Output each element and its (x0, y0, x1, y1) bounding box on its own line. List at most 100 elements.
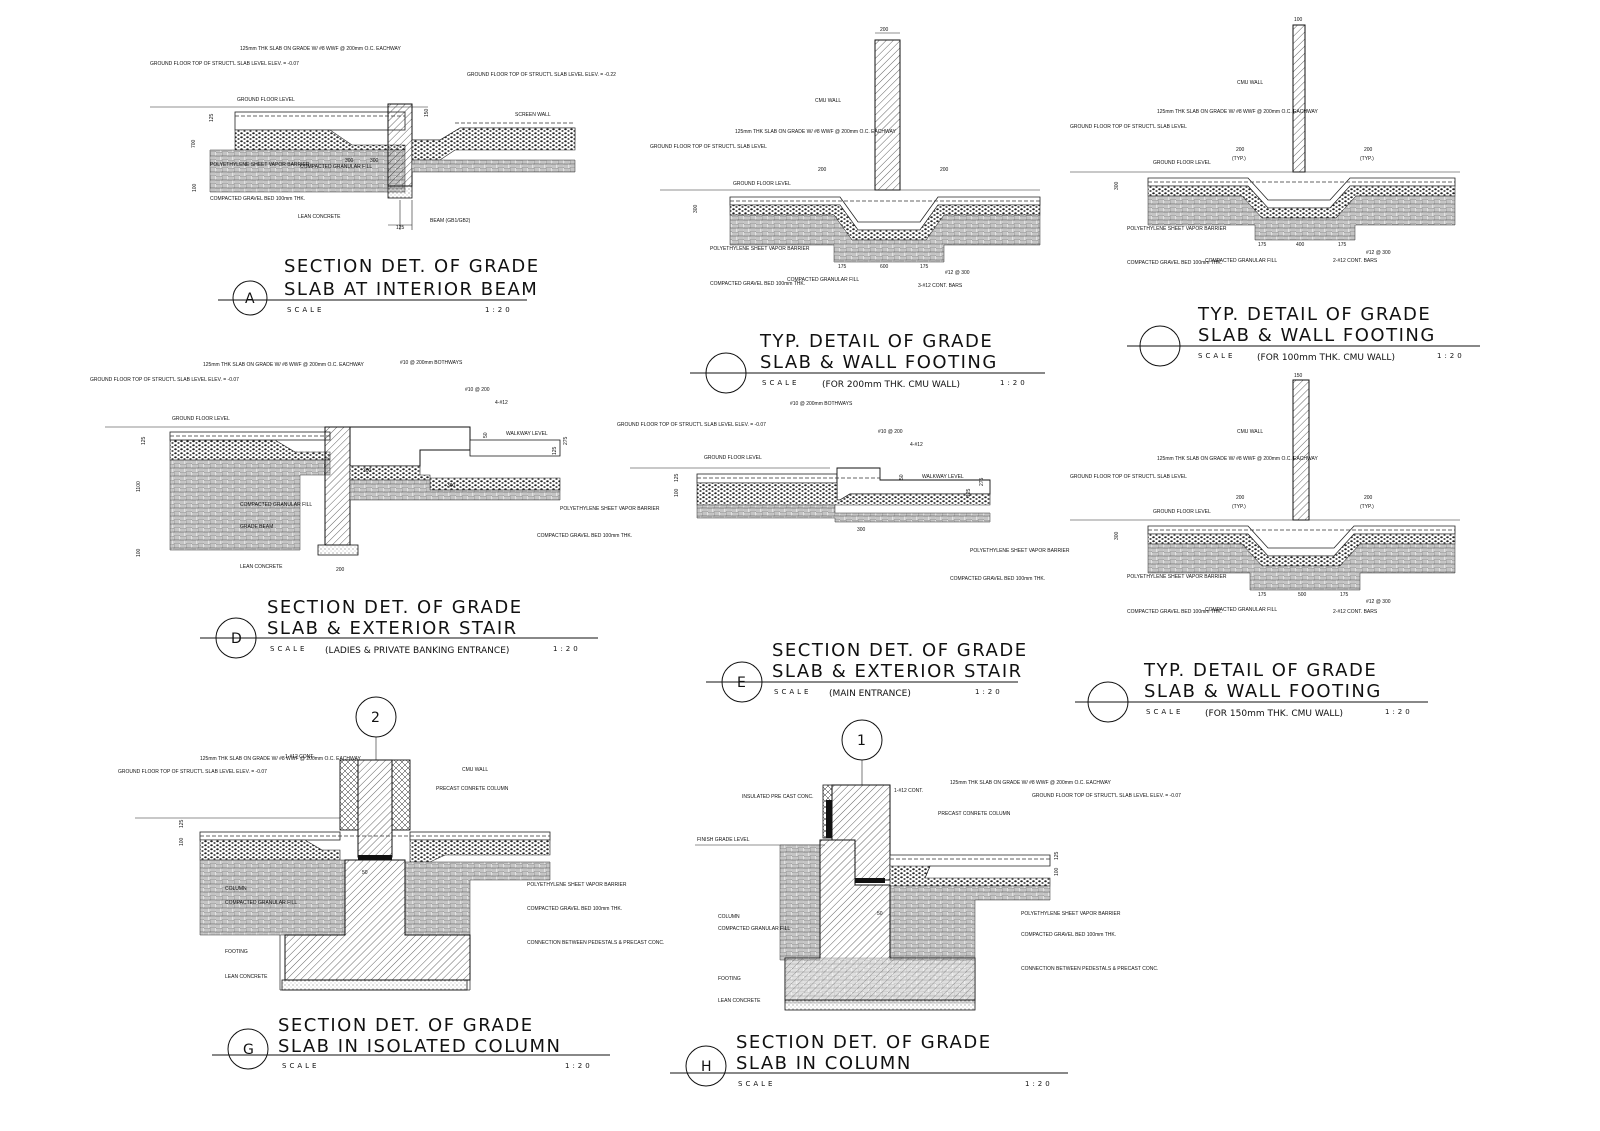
dim-d-300: 300 (447, 483, 456, 489)
dim-a-100: 100 (192, 183, 198, 192)
detail-h: 1 INSULATED PRE CAST CONC. 1-#12 CONT. 1… (670, 719, 1181, 1088)
detail-a-letter: A (245, 291, 255, 307)
detail-h-letter: H (701, 1059, 712, 1075)
detail-g-bubble (227, 1028, 269, 1070)
detail-d: 125mm THK SLAB ON GRADE W/ #8 WWF @ 200m… (90, 360, 660, 659)
dim-100-l: 200 (1236, 147, 1245, 153)
dim-150-500: 500 (1298, 592, 1307, 598)
label-d-slab: 125mm THK SLAB ON GRADE W/ #8 WWF @ 200m… (203, 362, 365, 368)
label-g-column: COLUMN (225, 886, 247, 892)
dim-e-50: 50 (899, 474, 905, 480)
detail-g-title-2: SLAB IN ISOLATED COLUMN (278, 1036, 562, 1057)
dim-200-300: 300 (693, 204, 699, 213)
dim-e-125b: 125 (966, 488, 972, 497)
dim-200-175a: 175 (838, 264, 847, 270)
detail-typ-200: 200 CMU WALL 125mm THK SLAB ON GRADE W/ … (650, 27, 1045, 394)
dim-d-100: 100 (136, 548, 142, 557)
dim-150-wall: 150 (1294, 373, 1303, 379)
dim-h-125: 125 (1054, 851, 1060, 860)
dim-d-300b: 300 (363, 468, 372, 474)
detail-typ150-subtitle: (FOR 150mm THK. CMU WALL) (1205, 709, 1343, 719)
dim-200-l: 200 (818, 167, 827, 173)
label-150-fill: COMPACTED GRANULAR FILL (1205, 607, 1277, 613)
label-200-cmu: CMU WALL (815, 98, 841, 104)
detail-e-scale-word: SCALE (774, 688, 811, 696)
detail-e-subtitle: (MAIN ENTRANCE) (829, 689, 911, 699)
label-100-bar: #12 @ 300 (1366, 250, 1391, 256)
dim-e-275: 275 (979, 477, 985, 486)
detail-typ-150: 150 CMU WALL 125mm THK SLAB ON GRADE W/ … (1070, 373, 1460, 723)
dim-100-300: 300 (1114, 181, 1120, 190)
detail-g-scale-word: SCALE (282, 1062, 319, 1070)
dim-a-125: 125 (209, 113, 215, 122)
detail-typ100-subtitle: (FOR 100mm THK. CMU WALL) (1257, 353, 1395, 363)
detail-typ200-subtitle: (FOR 200mm THK. CMU WALL) (822, 380, 960, 390)
detail-g-scale: 1:20 (565, 1062, 593, 1070)
detail-e-letter: E (737, 675, 746, 691)
label-200-gravel: COMPACTED GRAVEL BED 100mm THK. (710, 281, 805, 287)
label-200-poly: POLYETHYLENE SHEET VAPOR BARRIER (710, 246, 810, 252)
label-100-typ-r: (TYP.) (1360, 156, 1374, 162)
detail-h-scale-word: SCALE (738, 1080, 775, 1088)
label-a-gfl: GROUND FLOOR LEVEL (237, 97, 295, 103)
label-d-poly: POLYETHYLENE SHEET VAPOR BARRIER (560, 506, 660, 512)
label-d-bar1: #10 @ 200mm BOTHWAYS (400, 360, 463, 366)
dim-100-175b: 175 (1338, 242, 1347, 248)
label-a-screen: SCREEN WALL (515, 112, 551, 118)
label-100-gfl: GROUND FLOOR LEVEL (1153, 160, 1211, 166)
label-150-poly: POLYETHYLENE SHEET VAPOR BARRIER (1127, 574, 1227, 580)
dim-150-r: 200 (1364, 495, 1373, 501)
label-g-cont: 1-#12 CONT. (285, 754, 314, 760)
dim-h-100: 100 (1054, 867, 1060, 876)
detail-h-bubble (685, 1045, 727, 1087)
label-200-gf: GROUND FLOOR TOP OF STRUCT'L SLAB LEVEL (650, 144, 767, 150)
dim-d-275: 275 (563, 436, 569, 445)
label-100-cont: 2-#12 CONT. BARS (1333, 258, 1378, 264)
label-e-bar1: #10 @ 200mm BOTHWAYS (790, 401, 853, 407)
label-150-bar: #12 @ 300 (1366, 599, 1391, 605)
grid-label-1: 1 (857, 733, 866, 749)
dim-150-175a: 175 (1258, 592, 1267, 598)
label-h-conn: CONNECTION BETWEEN PEDESTALS & PRECAST C… (1021, 966, 1158, 972)
detail-d-scale: 1:20 (553, 645, 581, 653)
label-100-typ-l: (TYP.) (1232, 156, 1246, 162)
label-e-gravel: COMPACTED GRAVEL BED 100mm THK. (950, 576, 1045, 582)
label-150-typ-l: (TYP.) (1232, 504, 1246, 510)
dim-200-wall: 200 (880, 27, 889, 33)
label-h-precast: PRECAST CONRETE COLUMN (938, 811, 1011, 817)
label-h-gf: GROUND FLOOR TOP OF STRUCT'L SLAB LEVEL … (1032, 793, 1181, 799)
detail-a-scale-word: SCALE (287, 306, 324, 314)
label-a-beam: BEAM (GB1/GB2) (430, 218, 471, 224)
label-a-poly: POLYETHYLENE SHEET VAPOR BARRIER (210, 162, 310, 168)
dim-a-150: 150 (424, 108, 430, 117)
label-d-bar3: 4-#12 (495, 400, 508, 406)
dim-g-50: 50 (362, 870, 368, 876)
label-e-gfl: GROUND FLOOR LEVEL (704, 455, 762, 461)
detail-typ-100: 100 CMU WALL 125mm THK SLAB ON GRADE W/ … (1070, 17, 1480, 367)
detail-typ150-title-2: SLAB & WALL FOOTING (1144, 681, 1382, 702)
detail-a: 125 125mm THK SLAB ON GRADE W/ #8 WWF @ … (150, 46, 616, 316)
label-h-gravel: COMPACTED GRAVEL BED 100mm THK. (1021, 932, 1116, 938)
label-150-cmu: CMU WALL (1237, 429, 1263, 435)
label-150-gravel: COMPACTED GRAVEL BED 100mm THK. (1127, 609, 1222, 615)
detail-a-bubble (232, 280, 268, 316)
detail-e-title-2: SLAB & EXTERIOR STAIR (772, 661, 1023, 682)
label-d-beam: GRADE BEAM (240, 524, 273, 530)
label-d-walkway: WALKWAY LEVEL (506, 431, 548, 437)
detail-typ100-scale-word: SCALE (1198, 352, 1235, 360)
label-h-finish: FINISH GRADE LEVEL (697, 837, 750, 843)
detail-a-title-1: SECTION DET. OF GRADE (284, 256, 540, 277)
detail-typ150-scale: 1:20 (1385, 708, 1413, 716)
dim-a-200: 125 (396, 225, 405, 231)
label-200-bar: #12 @ 300 (945, 270, 970, 276)
detail-g: 2 125mm THK SLAB ON GRADE W/ #8 WWF @ 20… (118, 696, 664, 1070)
detail-g-letter: G (243, 1042, 254, 1058)
label-g-conn: CONNECTION BETWEEN PEDESTALS & PRECAST C… (527, 940, 664, 946)
label-g-poly: POLYETHYLENE SHEET VAPOR BARRIER (527, 882, 627, 888)
dim-100-175a: 175 (1258, 242, 1267, 248)
detail-typ100-title-2: SLAB & WALL FOOTING (1198, 325, 1436, 346)
label-d-gfl: GROUND FLOOR LEVEL (172, 416, 230, 422)
dim-g-125: 125 (179, 819, 185, 828)
dim-a-300b: 300 (370, 158, 379, 164)
